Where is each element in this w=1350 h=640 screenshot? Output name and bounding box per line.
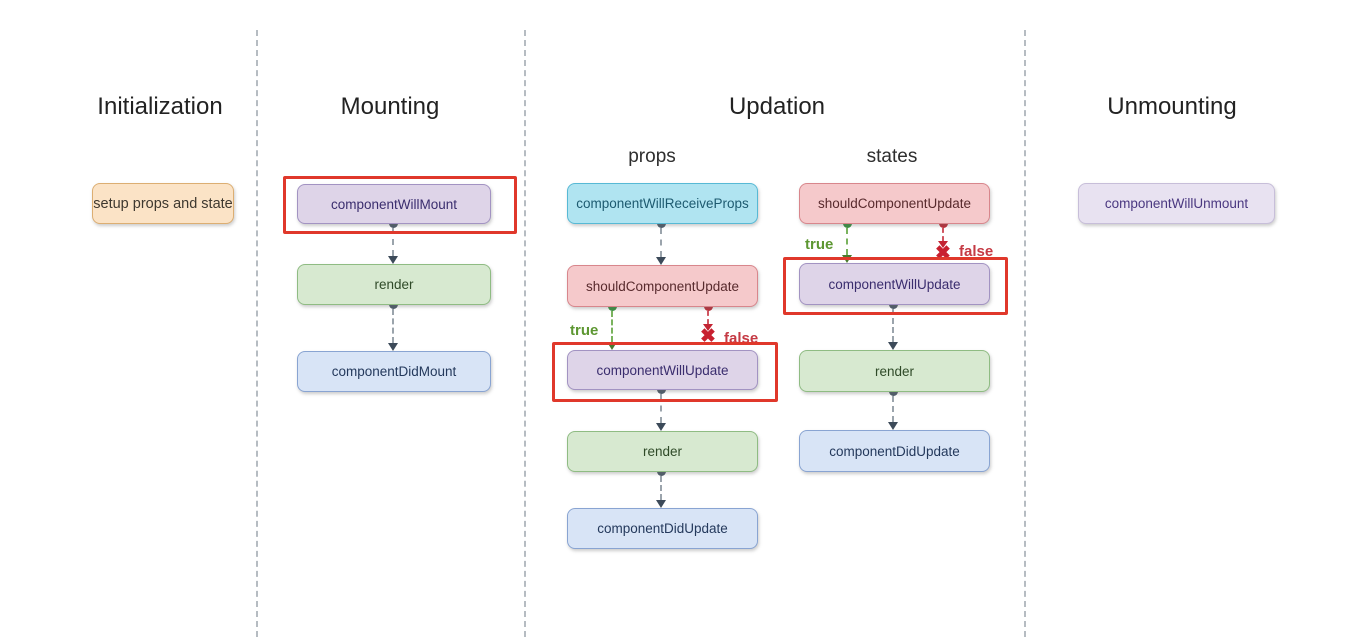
arrowhead-icon xyxy=(842,255,852,263)
subheader-props: props xyxy=(628,146,676,167)
false-x-icon: ✖ xyxy=(935,243,951,264)
connector-false-branch: ✖ xyxy=(700,302,716,347)
connector-line xyxy=(660,394,662,423)
header-unmounting: Unmounting xyxy=(1107,93,1237,120)
column-divider xyxy=(524,30,526,637)
node-componentwillmount: componentWillMount xyxy=(297,184,491,224)
connector-line xyxy=(846,228,848,255)
connector-line xyxy=(707,311,709,324)
connector-line xyxy=(892,396,894,422)
node-componentdidupdate-states: componentDidUpdate xyxy=(799,430,990,472)
connector-true-branch xyxy=(607,302,617,350)
node-render-states: render xyxy=(799,350,990,392)
header-mounting: Mounting xyxy=(340,93,440,120)
node-render-mounting: render xyxy=(297,264,491,305)
label-false-states: false xyxy=(959,243,994,260)
node-componentdidmount: componentDidMount xyxy=(297,351,491,392)
arrowhead-icon xyxy=(703,324,713,331)
label-true-states: true xyxy=(805,236,834,253)
connector xyxy=(656,219,666,265)
connector-true-branch xyxy=(842,219,852,263)
arrowhead-icon xyxy=(388,256,398,264)
connector xyxy=(888,387,898,430)
connector xyxy=(656,385,666,431)
node-componentwillreceiveprops: componentWillReceiveProps xyxy=(567,183,758,224)
node-componentwillunmount: componentWillUnmount xyxy=(1078,183,1275,224)
label-false-props: false xyxy=(724,330,759,347)
node-shouldcomponentupdate-states: shouldComponentUpdate xyxy=(799,183,990,224)
connector-line xyxy=(392,309,394,343)
arrowhead-icon xyxy=(388,343,398,351)
arrowhead-icon xyxy=(656,500,666,508)
header-initialization: Initialization xyxy=(97,93,223,120)
connector-line xyxy=(942,228,944,241)
subheader-states: states xyxy=(866,146,918,167)
node-setup-props-and-state: setup props and state xyxy=(92,183,234,224)
arrowhead-icon xyxy=(656,423,666,431)
column-divider xyxy=(1024,30,1026,637)
connector-false-branch: ✖ xyxy=(935,219,951,264)
connector xyxy=(656,467,666,508)
arrowhead-icon xyxy=(938,241,948,248)
false-x-icon: ✖ xyxy=(700,326,716,347)
node-componentwillupdate-states: componentWillUpdate xyxy=(799,263,990,305)
connector xyxy=(888,300,898,350)
label-true-props: true xyxy=(570,322,599,339)
connector xyxy=(388,219,398,264)
connector xyxy=(388,300,398,351)
node-shouldcomponentupdate-props: shouldComponentUpdate xyxy=(567,265,758,307)
node-componentdidupdate-props: componentDidUpdate xyxy=(567,508,758,549)
connector-line xyxy=(660,228,662,257)
arrowhead-icon xyxy=(888,342,898,350)
column-divider xyxy=(256,30,258,637)
arrowhead-icon xyxy=(607,342,617,350)
connector-line xyxy=(392,228,394,256)
connector-line xyxy=(611,311,613,342)
header-updation: Updation xyxy=(728,93,826,120)
node-render-props: render xyxy=(567,431,758,472)
connector-line xyxy=(660,476,662,500)
connector-line xyxy=(892,309,894,342)
arrowhead-icon xyxy=(656,257,666,265)
node-componentwillupdate-props: componentWillUpdate xyxy=(567,350,758,390)
arrowhead-icon xyxy=(888,422,898,430)
